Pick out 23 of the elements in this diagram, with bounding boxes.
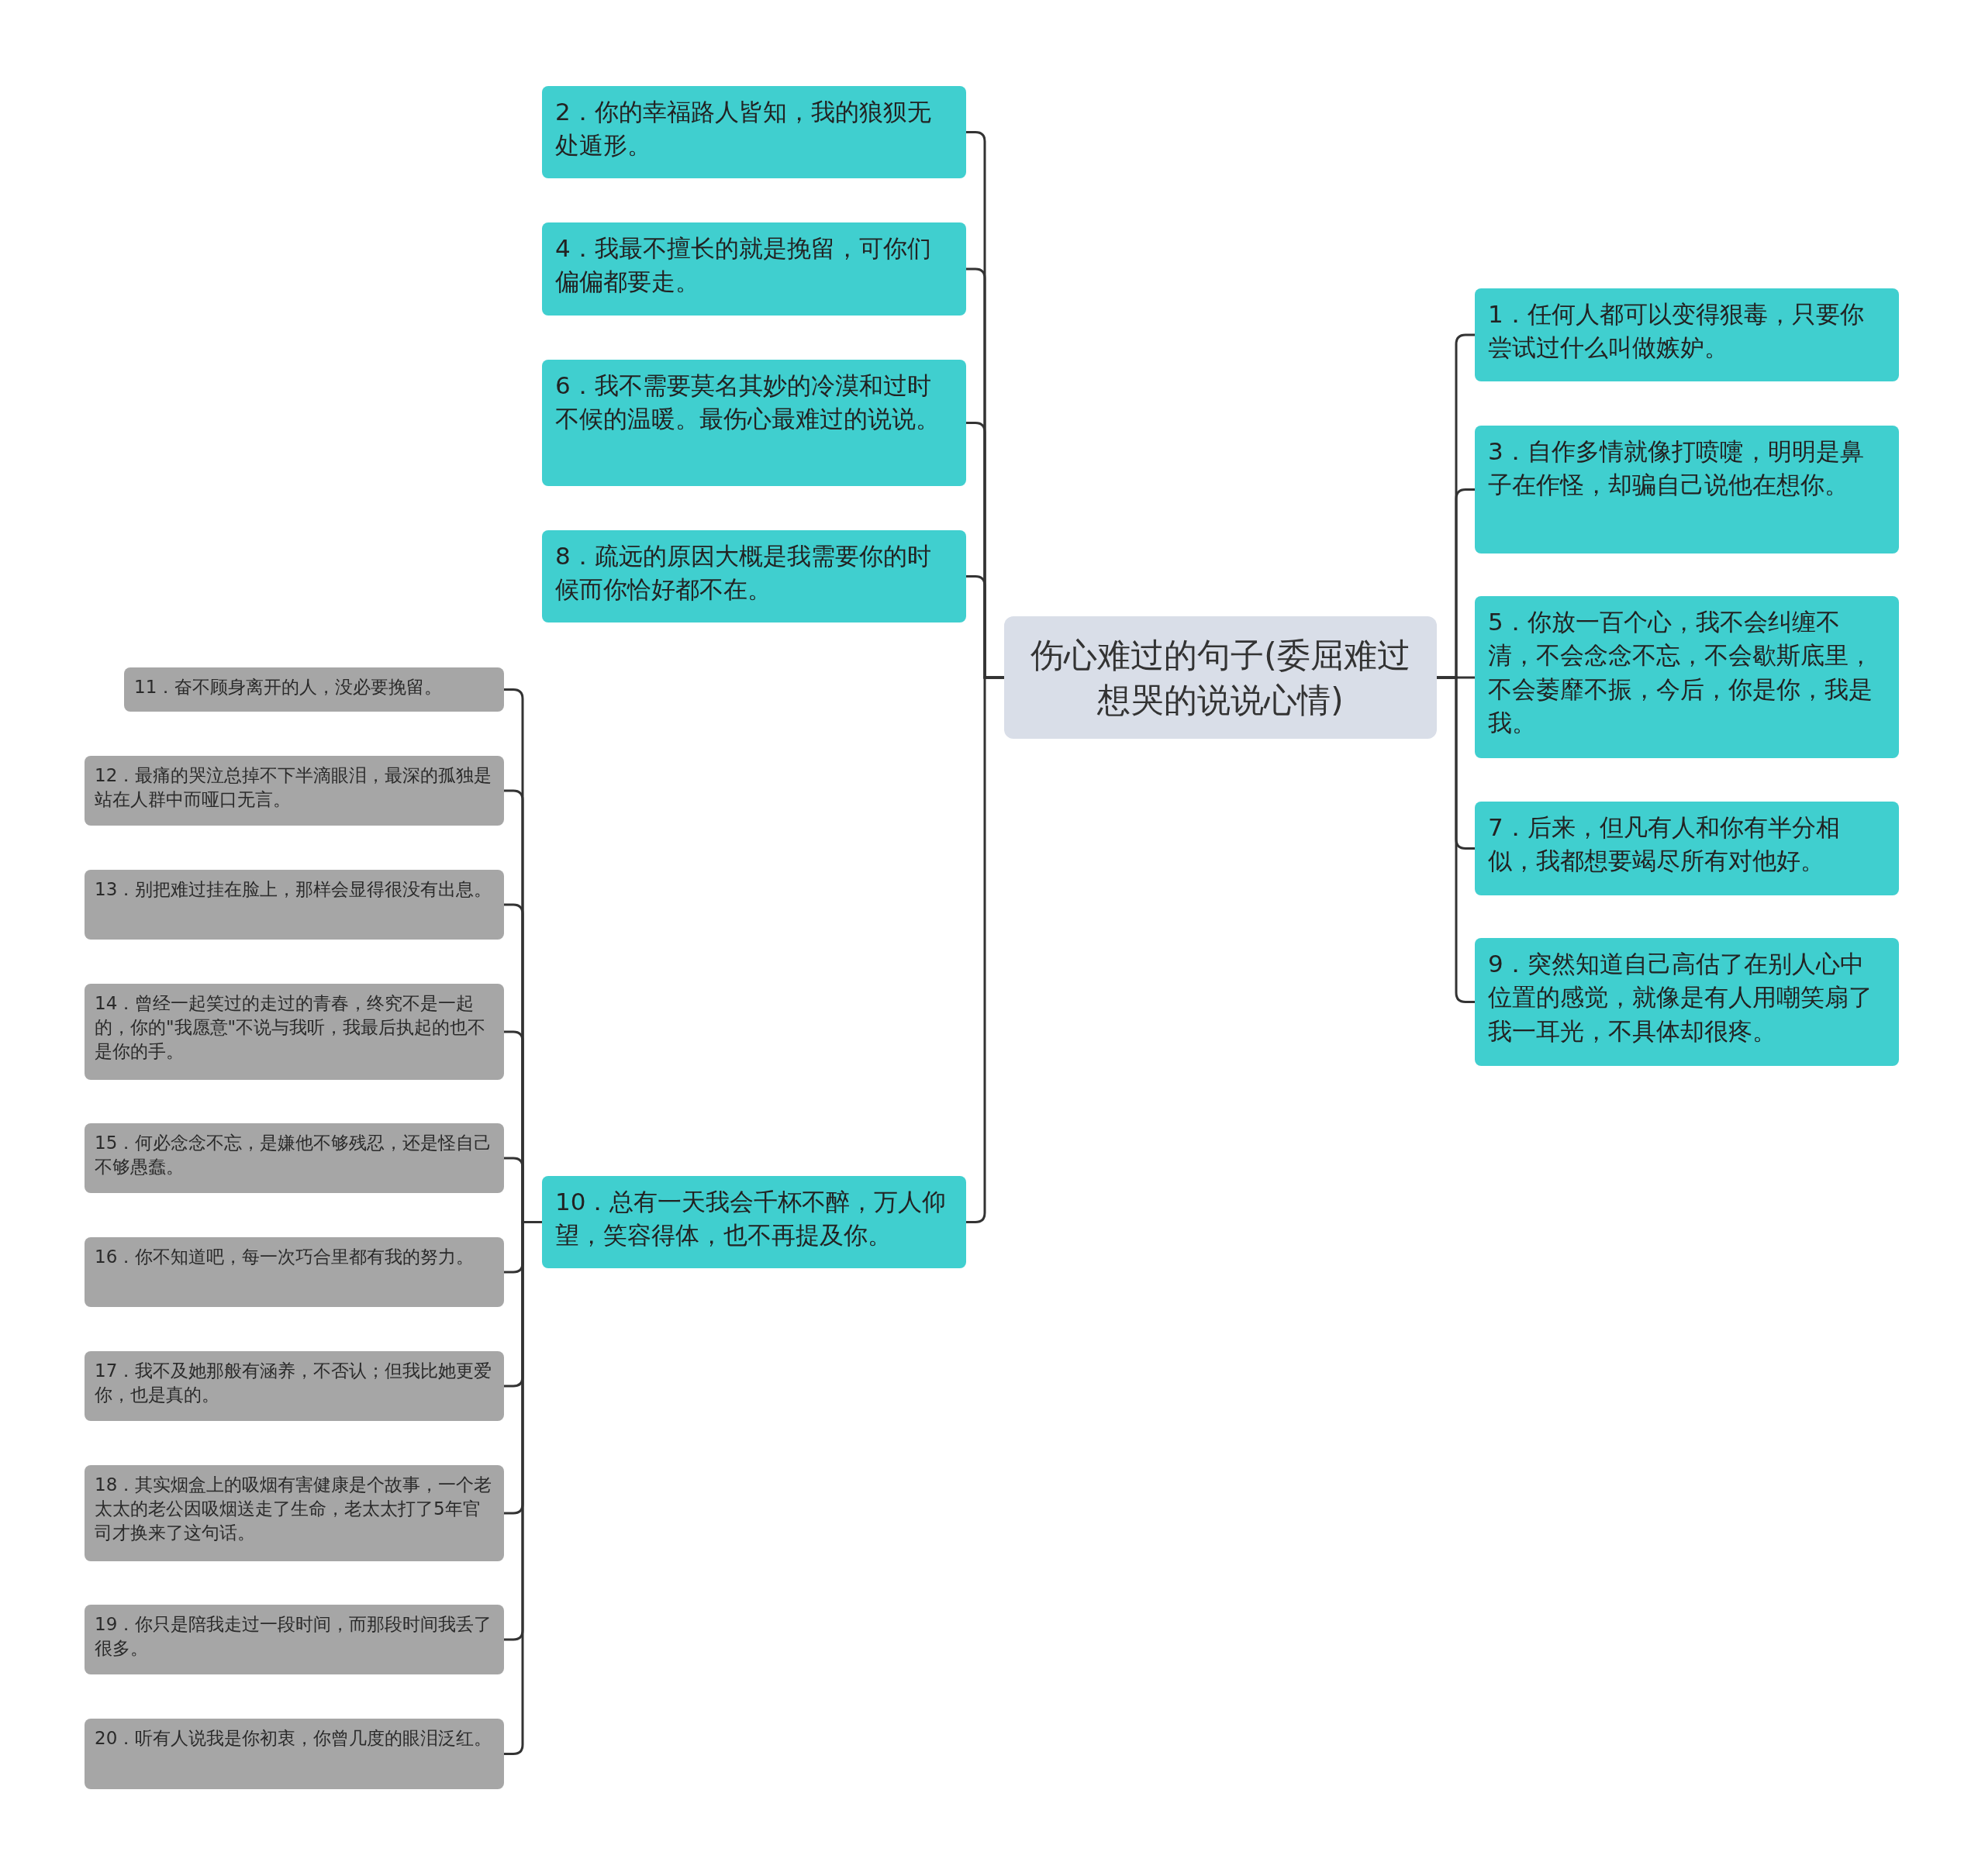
subtopic-box: 16．你不知道吧，每一次巧合里都有我的努力。 — [85, 1237, 504, 1307]
topic-box: 2．你的幸福路人皆知，我的狼狈无处遁形。 — [542, 86, 966, 178]
topic-box: 4．我最不擅长的就是挽留，可你们偏偏都要走。 — [542, 222, 966, 316]
subtopic-box: 15．何必念念不忘，是嫌他不够残忍，还是怪自己不够愚蠢。 — [85, 1123, 504, 1193]
subtopic-box: 13．别把难过挂在脸上，那样会显得很没有出息。 — [85, 870, 504, 940]
connector-line — [1437, 676, 1475, 1003]
topic-box: 9．突然知道自己高估了在别人心中位置的感觉，就像是有人用嘲笑扇了我一耳光，不具体却很疼。 — [1475, 938, 1899, 1066]
subtopic-box: 11．奋不顾身离开的人，没必要挽留。 — [124, 667, 504, 712]
topic-box: 1．任何人都可以变得狠毒，只要你尝试过什么叫做嫉妒。 — [1475, 288, 1899, 381]
subtopic-box: 18．其实烟盒上的吸烟有害健康是个故事，一个老太太的老公因吸烟送走了生命，老太太打了5年官司才换来了这句话。 — [85, 1465, 504, 1561]
connector-line — [966, 676, 1004, 1223]
topic-box: 10．总有一天我会千杯不醉，万人仰望，笑容得体，也不再提及你。 — [542, 1176, 966, 1268]
subtopic-box: 20．听有人说我是你初衷，你曾几度的眼泪泛红。 — [85, 1719, 504, 1789]
topic-box: 6．我不需要莫名其妙的冷漠和过时不候的温暖。最伤心最难过的说说。 — [542, 360, 966, 486]
topic-box: 5．你放一百个心，我不会纠缠不清，不会念念不忘，不会歇斯底里，不会萎靡不振，今后，你是你，我是我。 — [1475, 596, 1899, 758]
subtopic-box: 12．最痛的哭泣总掉不下半滴眼泪，最深的孤独是站在人群中而哑口无言。 — [85, 756, 504, 826]
subtopic-box: 19．你只是陪我走过一段时间，而那段时间我丢了很多。 — [85, 1605, 504, 1674]
topic-box: 8．疏远的原因大概是我需要你的时候而你恰好都不在。 — [542, 530, 966, 622]
central-topic: 伤心难过的句子(委屈难过想哭的说说心情) — [1004, 616, 1437, 739]
subtopic-box: 14．曾经一起笑过的走过的青春，终究不是一起的，你的"我愿意"不说与我听，我最后执起的也不是你的手。 — [85, 984, 504, 1080]
subtopic-box: 17．我不及她那般有涵养，不否认；但我比她更爱你，也是真的。 — [85, 1351, 504, 1421]
topic-box: 7．后来，但凡有人和你有半分相似，我都想要竭尽所有对他好。 — [1475, 802, 1899, 895]
topic-box: 3．自作多情就像打喷嚏，明明是鼻子在作怪，却骗自己说他在想你。 — [1475, 426, 1899, 553]
